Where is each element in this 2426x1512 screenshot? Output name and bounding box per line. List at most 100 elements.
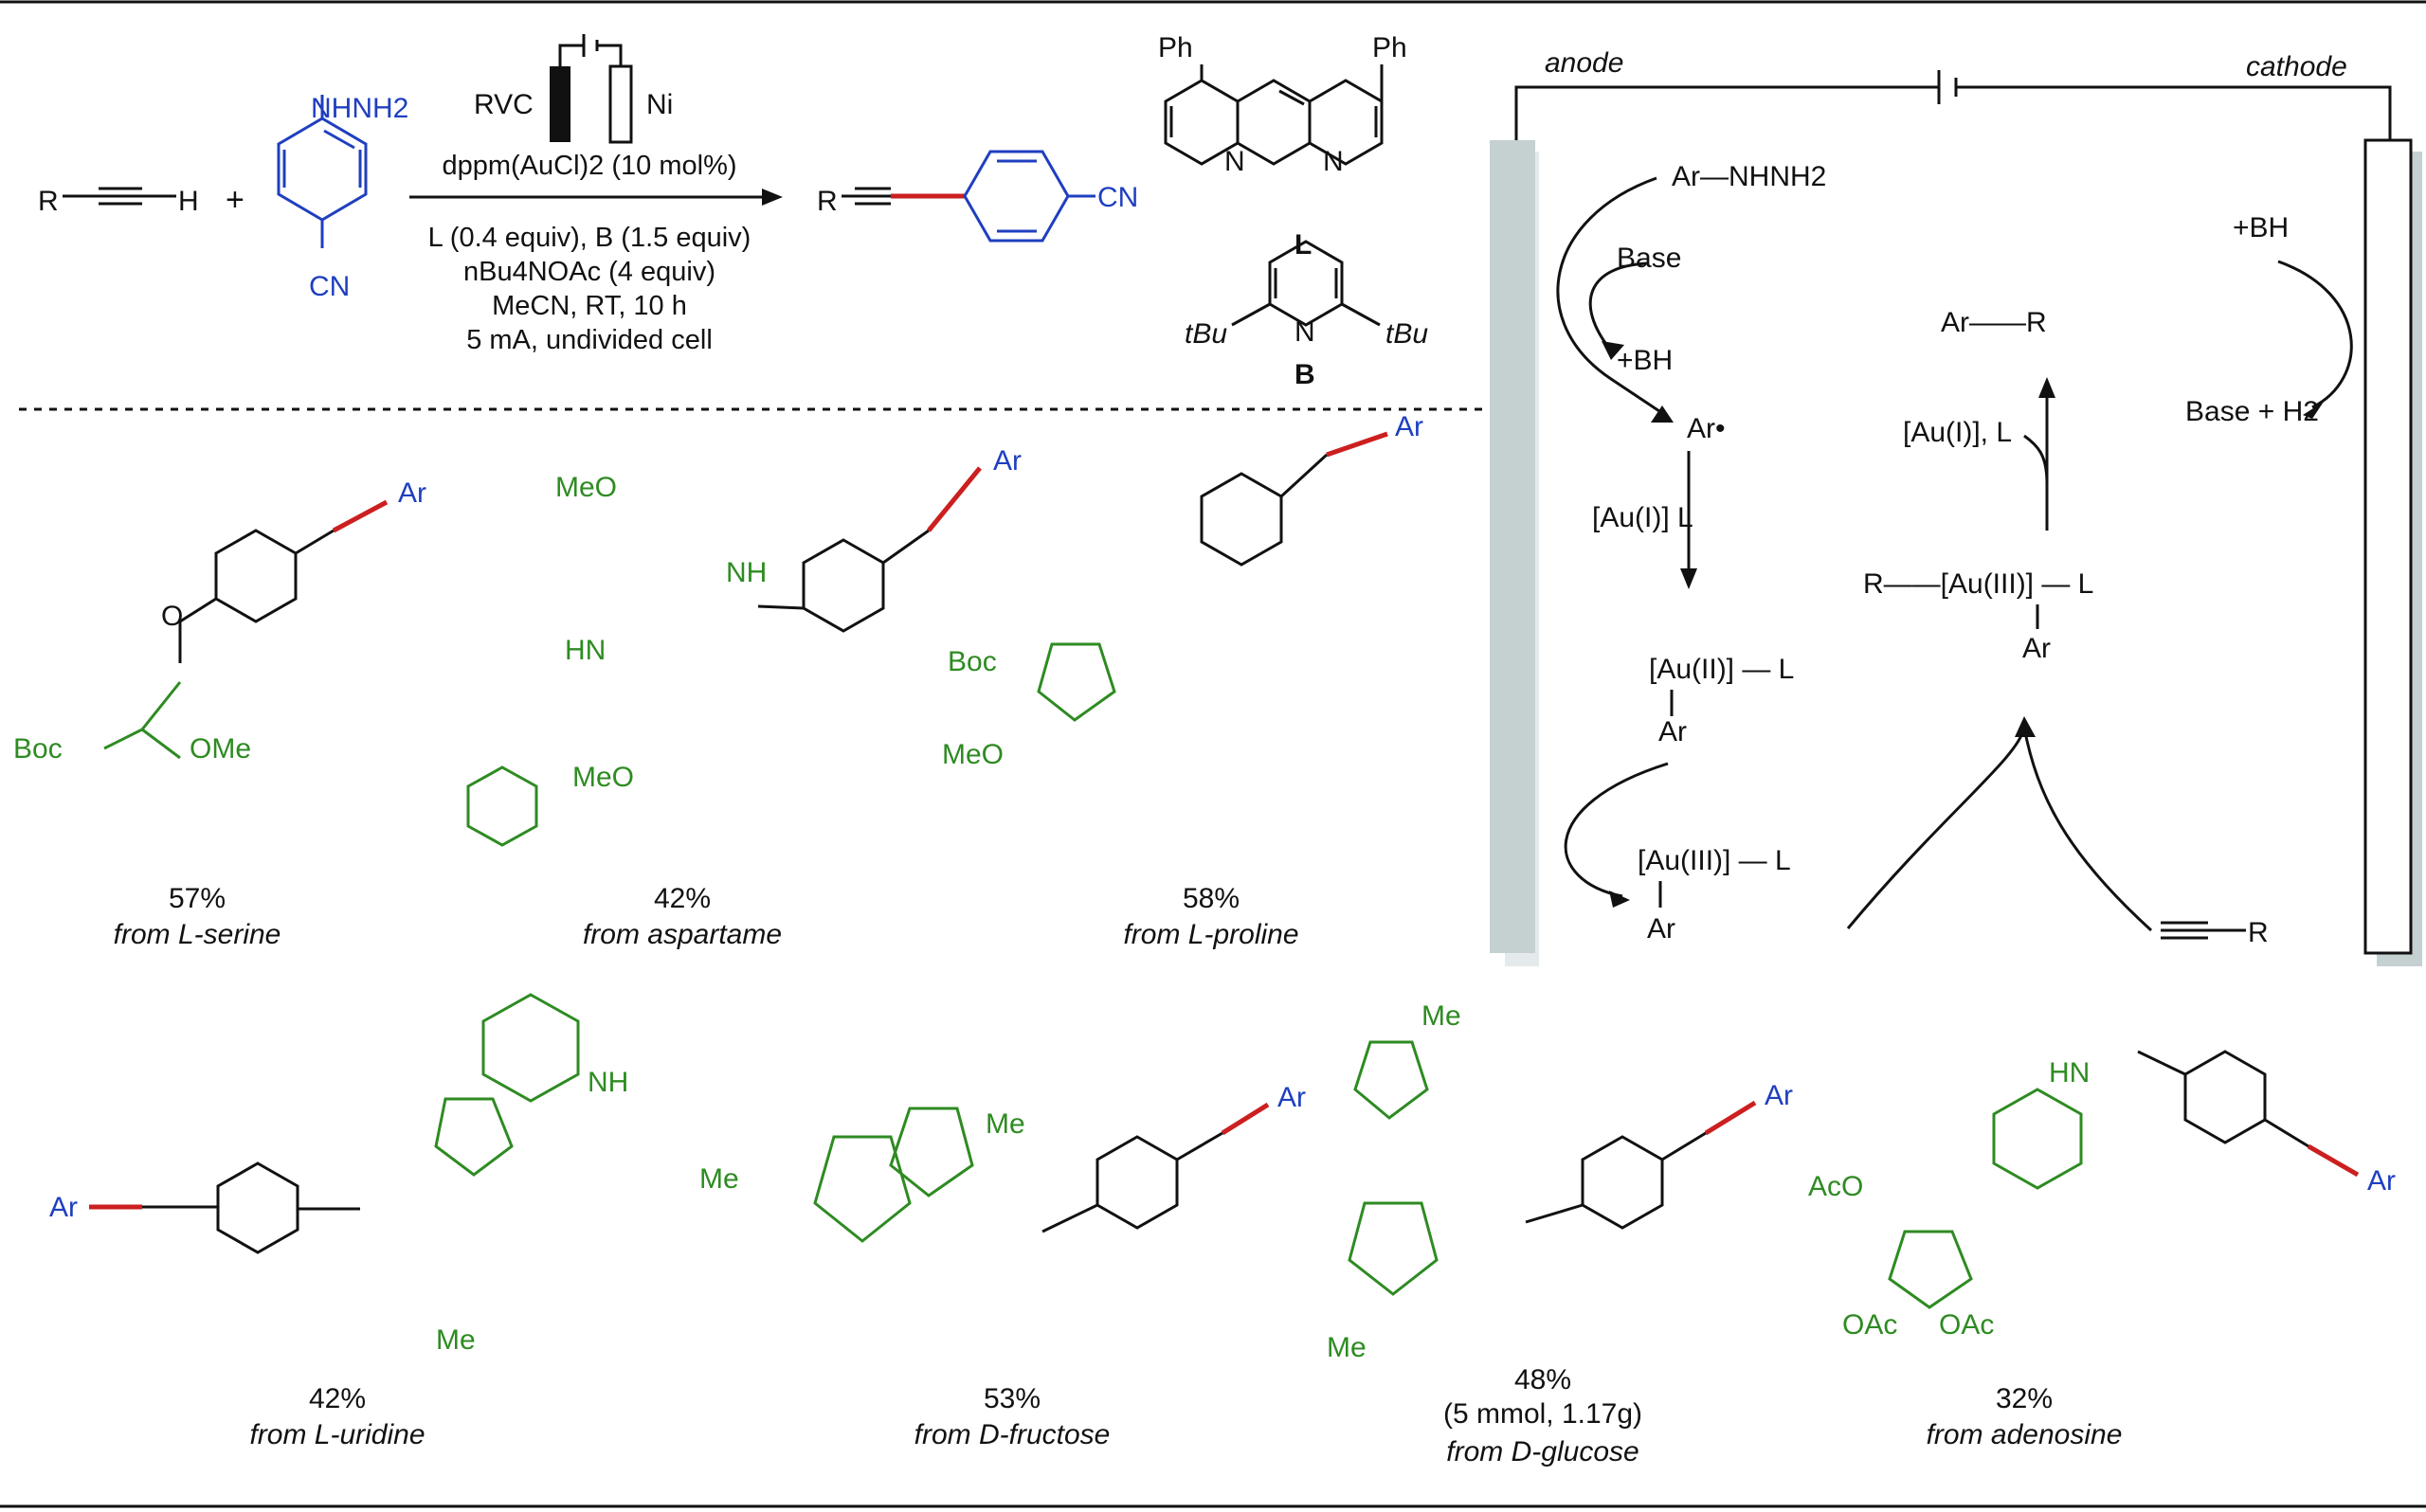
mech-au1-l: [Au(I)] L	[1592, 502, 1693, 533]
ni-electrode-icon	[608, 64, 633, 144]
mech-alkyne-r: R	[2248, 917, 2269, 948]
reaction-equation: R H + NHNH2 CN RVC Ni dppm(AuCl)2	[38, 34, 1138, 355]
product-serine: Ar O Boc OMe	[13, 477, 426, 765]
fructose-ar: Ar	[1277, 1082, 1306, 1113]
mechanism-panel: anode cathode Ar—NHNH2 Base +BH Ar• [Au(…	[1490, 47, 2422, 966]
ligand-l-ph-left: Ph	[1158, 32, 1193, 63]
product-structure	[842, 150, 1095, 243]
yield-4: 42%	[309, 1383, 366, 1414]
mech-au3-alkynyl-ar: Ar	[2022, 633, 2051, 664]
uridine-me: Me	[436, 1324, 476, 1356]
ligand-l-n2: N	[1323, 146, 1344, 177]
wire-icon	[558, 34, 623, 66]
aspartame-meo: MeO	[555, 472, 617, 503]
condition-solvent: MeCN, RT, 10 h	[492, 291, 687, 321]
adenosine-oac: OAc	[1842, 1309, 1897, 1341]
mech-au2-ar: Ar	[1658, 716, 1687, 747]
source-2: from aspartame	[583, 919, 782, 950]
adenosine-ar: Ar	[2367, 1165, 2396, 1197]
base-b-tbu-left: tBu	[1185, 318, 1227, 350]
anode-label: anode	[1545, 47, 1623, 79]
yield-5: 53%	[984, 1383, 1041, 1414]
base-b-n: N	[1294, 316, 1315, 348]
reaction-arrowhead	[762, 189, 783, 206]
yield-3: 58%	[1183, 883, 1240, 914]
uridine-ar: Ar	[49, 1192, 78, 1223]
mech-au1-release: [Au(I)], L	[1903, 417, 2012, 448]
aspartame-hn: HN	[565, 635, 606, 666]
mech-au2-complex: [Au(II)] — L	[1649, 654, 1794, 685]
mechanism-arrowheads	[1602, 341, 2324, 908]
yield-6: 48%	[1514, 1364, 1571, 1395]
serine-boc: Boc	[13, 733, 63, 765]
product-aspartame: Ar MeO NH HN MeO	[466, 445, 1022, 847]
yield-1: 57%	[169, 883, 226, 914]
rvc-label: RVC	[474, 89, 534, 120]
phenanthroline-structure	[1164, 64, 1384, 166]
ligand-l-n1: N	[1224, 146, 1245, 177]
rvc-electrode-icon	[550, 66, 570, 142]
condition-current: 5 mA, undivided cell	[466, 325, 713, 355]
ligand-l-ph-right: Ph	[1372, 32, 1407, 63]
uridine-nh: NH	[588, 1067, 628, 1098]
mech-base-h2: Base + H2	[2185, 396, 2319, 427]
alkyne-h-label: H	[178, 186, 199, 217]
source-5: from D-fructose	[914, 1419, 1111, 1450]
aspartame-meo2: MeO	[572, 762, 634, 793]
adenosine-hn: HN	[2049, 1057, 2090, 1089]
mech-alkyne	[2161, 921, 2246, 940]
yield-2: 42%	[654, 883, 711, 914]
source-4: from L-uridine	[249, 1419, 425, 1450]
product-uridine: Ar NH Me	[49, 993, 628, 1356]
ligand-l-label: L	[1294, 229, 1312, 261]
fructose-me: Me	[699, 1163, 739, 1195]
proline-meo: MeO	[942, 739, 1004, 770]
serine-ome: OMe	[190, 733, 251, 765]
source-1: from L-serine	[114, 919, 281, 950]
ligand-structures: Ph Ph N N L tBu tBu N B	[1158, 32, 1428, 390]
aryl-hydrazine	[277, 95, 368, 248]
product-cn: CN	[1097, 182, 1138, 213]
hydrazine-cn: CN	[309, 271, 350, 302]
condition-electrolyte: nBu4NOAc (4 equiv)	[463, 257, 715, 287]
cathode-electrode	[2363, 138, 2413, 955]
yield-7: 32%	[1996, 1383, 2053, 1414]
proline-boc: Boc	[948, 646, 997, 677]
condition-additives: L (0.4 equiv), B (1.5 equiv)	[428, 223, 751, 253]
mechanism-arrows	[1556, 176, 2353, 932]
glucose-me2: Me	[1327, 1332, 1367, 1363]
source-7: from adenosine	[1927, 1419, 2123, 1450]
source-6: from D-glucose	[1446, 1436, 1638, 1467]
mech-au3-complex: [Au(III)] — L	[1638, 845, 1791, 876]
product-r-label: R	[817, 186, 838, 217]
circuit-wire	[1514, 85, 2392, 140]
lutidine-structure	[1231, 240, 1381, 327]
aspartame-nh: NH	[726, 557, 767, 588]
adenosine-aco: AcO	[1808, 1171, 1863, 1202]
glucose-me: Me	[1421, 1000, 1461, 1032]
mech-au3-ar: Ar	[1647, 913, 1675, 945]
plus-sign: +	[226, 182, 244, 218]
source-3: from L-proline	[1123, 919, 1298, 950]
fructose-me2: Me	[986, 1108, 1025, 1140]
mech-product: Ar——R	[1941, 307, 2047, 338]
mech-cathode-bh: +BH	[2233, 212, 2289, 243]
triple-bond	[63, 187, 176, 206]
ni-label: Ni	[646, 89, 673, 120]
serine-o: O	[161, 601, 183, 632]
proline-ar: Ar	[1395, 411, 1423, 442]
cathode-label: cathode	[2246, 51, 2347, 82]
anode-electrode	[1490, 140, 1535, 953]
mech-bh-plus: +BH	[1617, 345, 1673, 376]
mech-base: Base	[1617, 243, 1681, 274]
aspartame-ar: Ar	[993, 445, 1022, 477]
serine-ar: Ar	[398, 477, 426, 509]
base-b-label: B	[1294, 359, 1315, 390]
yield-captions: 57% from L-serine 42% from aspartame 58%…	[114, 883, 2123, 1467]
base-b-tbu-right: tBu	[1385, 318, 1428, 350]
product-adenosine: Ar HN AcO OAc OAc	[1808, 1050, 2396, 1341]
product-fructose: Ar Me Me	[699, 1082, 1306, 1243]
alkyne-r-label: R	[38, 186, 59, 217]
condition-catalyst: dppm(AuCl)2 (10 mol%)	[442, 151, 736, 181]
